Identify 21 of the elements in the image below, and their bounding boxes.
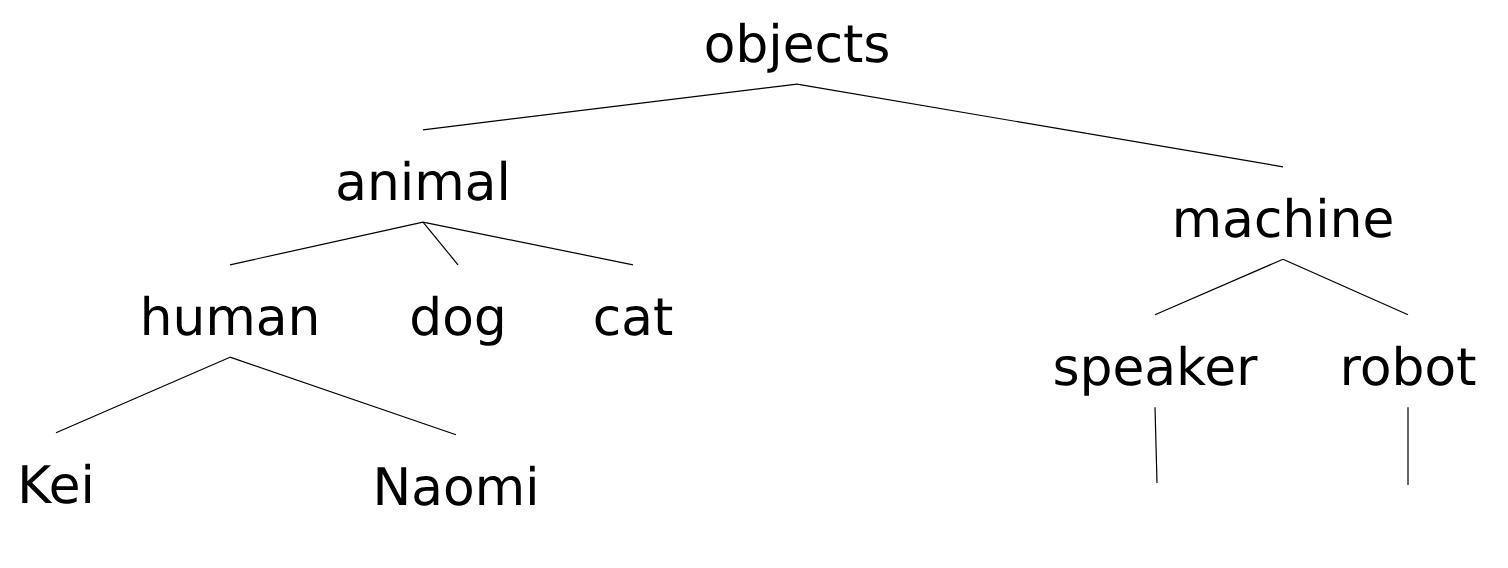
tree-node-label: objects bbox=[706, 22, 888, 73]
tree-branch-line bbox=[1282, 258, 1409, 316]
tree-branch-line bbox=[796, 83, 1284, 168]
tree-node-label: robot bbox=[1344, 345, 1476, 386]
tree-node-label: animal bbox=[338, 160, 506, 201]
tree-branch-line bbox=[1407, 406, 1409, 486]
tree-node-label: Naomi bbox=[377, 465, 535, 506]
tree-branch-line bbox=[229, 221, 424, 266]
tree-node-label: machine bbox=[1176, 197, 1392, 238]
tree-node-label: speaker bbox=[1055, 345, 1258, 396]
tree-node-label: human bbox=[144, 295, 316, 336]
tree-branch-line bbox=[229, 356, 457, 436]
tree-node-label: Kei bbox=[22, 463, 91, 504]
tree-node-label: dog bbox=[412, 295, 503, 346]
tree-branch-line bbox=[422, 221, 634, 266]
tree-branch-line bbox=[55, 356, 231, 434]
tree-branch-line bbox=[1154, 258, 1284, 316]
tree-branch-line bbox=[422, 83, 798, 131]
tree-branch-line bbox=[1154, 406, 1158, 484]
tree-node-label: cat bbox=[595, 298, 673, 336]
tree-branch-line bbox=[422, 221, 459, 266]
